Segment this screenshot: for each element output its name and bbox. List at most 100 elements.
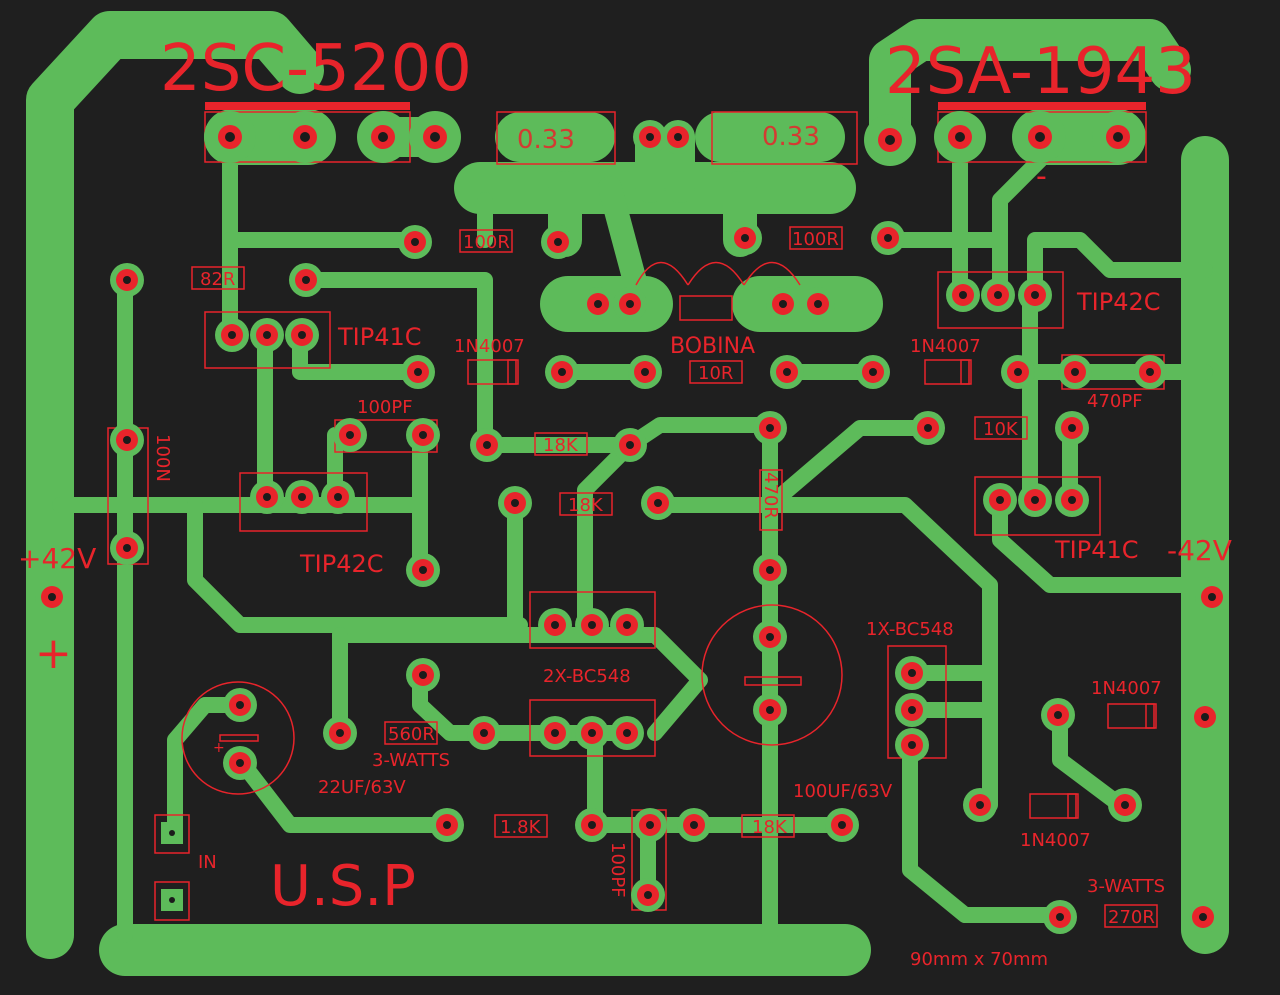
label-tip42c-left: TIP42C: [299, 550, 384, 578]
solder-pad: [628, 355, 662, 389]
solder-pad: [204, 111, 256, 163]
solder-pad: [753, 620, 787, 654]
solder-pad: [983, 483, 1017, 517]
solder-pad: [1195, 580, 1229, 614]
solder-pad: [613, 287, 647, 321]
solder-pad: [1055, 411, 1089, 445]
solder-pad: [223, 746, 257, 780]
label-18k-b: 18K: [568, 495, 604, 516]
label-1x-bc548: 1X-BC548: [866, 619, 954, 640]
solder-pad: [1055, 483, 1089, 517]
label-82r: 82R: [200, 269, 235, 290]
solder-pad: [1001, 355, 1035, 389]
solder-pad: [856, 355, 890, 389]
label-100r-right: 100R: [792, 229, 839, 250]
label-r-emitter-right: 0.33: [762, 122, 820, 152]
solder-pad: [409, 111, 461, 163]
solder-pad: [911, 411, 945, 445]
label-100pf-bottom: 100PF: [607, 842, 628, 898]
solder-pad: [633, 120, 667, 154]
solder-pad: [871, 221, 905, 255]
solder-pad: [753, 693, 787, 727]
solder-pad: [575, 808, 609, 842]
solder-pad: [770, 355, 804, 389]
solder-pad: [406, 418, 440, 452]
solder-pad: [406, 658, 440, 692]
solder-pad: [895, 728, 929, 762]
solder-pad: [289, 263, 323, 297]
solder-pad: [323, 716, 357, 750]
label-100n: 100N: [152, 434, 173, 482]
solder-pad: [677, 808, 711, 842]
solder-pad: [981, 278, 1015, 312]
label-2sc5200: 2SC-5200: [160, 32, 472, 106]
solder-pad: [946, 278, 980, 312]
solder-pad: [430, 808, 464, 842]
label-minus-sign: -: [1036, 159, 1047, 194]
label-in: IN: [198, 852, 217, 873]
label-10k: 10K: [983, 419, 1019, 440]
solder-pad: [1018, 278, 1052, 312]
solder-pad: [110, 263, 144, 297]
solder-pad: [538, 716, 572, 750]
solder-pad: [825, 808, 859, 842]
solder-pad: [223, 688, 257, 722]
solder-pad: [545, 355, 579, 389]
solder-pad: [631, 878, 665, 912]
label-plus-42v: +42V: [18, 542, 96, 575]
label-470pf: 470PF: [1087, 391, 1143, 412]
solder-pad: [581, 287, 615, 321]
label-270r: 270R: [1108, 907, 1155, 928]
solder-pad: [610, 716, 644, 750]
label-18k-a: 18K: [543, 435, 579, 456]
solder-pad: [250, 480, 284, 514]
label-1n4007-b: 1N4007: [910, 336, 981, 357]
solder-pad: [1058, 355, 1092, 389]
solder-pad: [35, 580, 69, 614]
label-2x-bc548: 2X-BC548: [543, 666, 631, 687]
input-connector-pad: [161, 889, 183, 911]
label-100r-left: 100R: [463, 232, 510, 253]
solder-pad: [110, 531, 144, 565]
solder-pad: [401, 355, 435, 389]
solder-pad: [279, 111, 331, 163]
label-r-emitter-left: 0.33: [517, 125, 575, 155]
solder-pad: [575, 608, 609, 642]
solder-pad: [1043, 900, 1077, 934]
label-tip41c-right: TIP41C: [1054, 536, 1139, 564]
solder-pad: [110, 423, 144, 457]
solder-pad: [1014, 111, 1066, 163]
solder-pad: [541, 225, 575, 259]
input-connector-pad: [161, 822, 183, 844]
solder-pad: [934, 111, 986, 163]
labels-layer: 2SC-5200 2SA-1943 0.33 0.33 100R 100R 82…: [18, 32, 1232, 970]
solder-pad: [610, 608, 644, 642]
label-dimensions: 90mm x 70mm: [910, 949, 1048, 970]
solder-pad: [406, 553, 440, 587]
label-2sa1943: 2SA-1943: [885, 35, 1196, 109]
label-3-watts-a: 3-WATTS: [372, 750, 450, 771]
label-10r: 10R: [698, 363, 733, 384]
solder-pad: [1133, 355, 1167, 389]
label-plus-sign: +: [35, 628, 72, 679]
solder-pad: [498, 486, 532, 520]
solder-pad: [321, 480, 355, 514]
solder-pad: [864, 114, 916, 166]
solder-pad: [398, 225, 432, 259]
label-22uf: 22UF/63V: [318, 777, 406, 798]
label-100pf-top: 100PF: [357, 397, 413, 418]
label-560r: 560R: [388, 724, 435, 745]
solder-pad: [285, 480, 319, 514]
solder-pad: [1041, 698, 1075, 732]
solder-pad: [753, 411, 787, 445]
solder-pad: [538, 608, 572, 642]
solder-pad: [1092, 111, 1144, 163]
label-tip41c-left: TIP41C: [337, 323, 422, 351]
solder-pad: [215, 318, 249, 352]
solder-pad: [250, 318, 284, 352]
label-1n4007-d: 1N4007: [1020, 830, 1091, 851]
solder-pad: [766, 287, 800, 321]
solder-pad: [641, 486, 675, 520]
solder-pad: [728, 221, 762, 255]
solder-pad: [895, 656, 929, 690]
